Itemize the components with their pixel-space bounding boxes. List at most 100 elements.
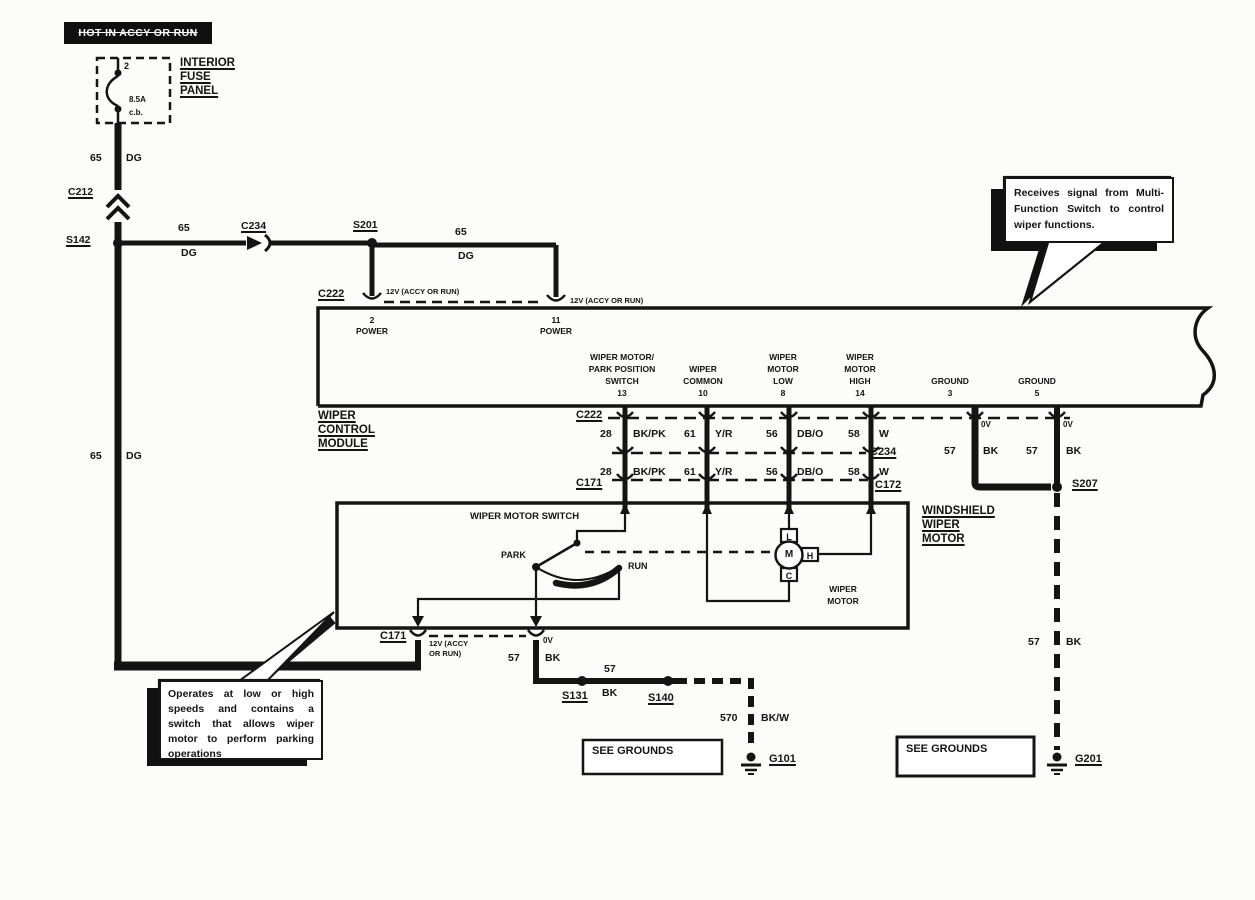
s131-splice-dot: [577, 676, 587, 686]
g201-ground-icon: [1047, 752, 1067, 775]
wire65-color: DG: [181, 247, 197, 259]
wire28-gauge: 28: [600, 466, 612, 478]
module-pin14-label: WIPER MOTOR HIGH 14: [844, 352, 876, 398]
splice-s207-label: S207: [1072, 478, 1098, 490]
connector-c222-label: C222: [576, 409, 603, 421]
wiper-motor-box: [335, 501, 910, 630]
v12-line2: OR RUN): [429, 649, 462, 658]
v12-accy-run-label: 12V (ACCY OR RUN): [386, 287, 460, 296]
wiper-motor-switch-label: WIPER MOTOR SWITCH: [470, 511, 580, 522]
ground-g201-label: G201: [1075, 753, 1102, 765]
module-pin3-label: GROUND 3: [931, 376, 969, 398]
wire61-gauge: 61: [684, 466, 696, 478]
wire28-color: BK/PK: [633, 466, 666, 478]
connector-row-c171-c172: [612, 473, 880, 482]
wire65-gauge: 65: [455, 226, 467, 238]
wire57-color: BK: [1066, 445, 1082, 457]
connector-row-c222: [608, 411, 1070, 420]
module-pin13-label: WIPER MOTOR/ PARK POSITION SWITCH 13: [588, 352, 656, 398]
ov-label: 0V: [1063, 420, 1073, 429]
s140-splice-dot: [663, 676, 673, 686]
motor-callout-note: Operates at low or high speeds and conta…: [159, 680, 323, 760]
wire57-color: BK: [1066, 636, 1082, 648]
ground-wires: [971, 406, 1060, 750]
wiper-motor-label: WIPER MOTOR: [827, 584, 859, 606]
connector-c234-label: C234: [870, 446, 897, 458]
c212-connector-icon: [105, 193, 131, 221]
s207-splice-dot: [1052, 482, 1062, 492]
run-contact-label: RUN: [628, 561, 648, 571]
wire61-color: Y/R: [715, 466, 733, 478]
module-output-wires: [622, 406, 874, 514]
windshield-wiper-motor-name: WINDSHIELD WIPER MOTOR: [922, 505, 995, 545]
hot-in-accy-banner: HOT IN ACCY OR RUN: [64, 22, 212, 44]
module-pin11-number: 11: [551, 315, 561, 325]
wire65-gauge: 65: [90, 450, 102, 462]
ov-label: 0V: [981, 420, 991, 429]
motor-m-terminal: M: [784, 549, 794, 560]
motor-l-terminal: L: [786, 532, 792, 542]
wire56-gauge: 56: [766, 428, 778, 440]
connector-c172-label: C172: [875, 479, 902, 491]
wire56-gauge: 56: [766, 466, 778, 478]
splice-s140-label: S140: [648, 692, 674, 704]
motor-c-terminal: C: [785, 571, 793, 581]
park-contact-label: PARK: [501, 550, 526, 560]
see-grounds-box-right: [895, 735, 1036, 778]
wire56-color: DB/O: [797, 428, 824, 440]
splice-s142-label: S142: [66, 234, 91, 246]
fuse-breaker-type: c.b.: [129, 108, 143, 117]
fuse-panel-box: [95, 56, 172, 125]
wire570-gauge: 570: [720, 712, 738, 724]
banner-text: HOT IN ACCY OR RUN: [78, 27, 198, 39]
c234-connector-icon: [247, 233, 272, 253]
g101-ground-icon: [741, 752, 761, 775]
module-pin5-label: GROUND 5: [1018, 376, 1056, 398]
s142-splice-dot: [113, 238, 123, 248]
motor-h-terminal: H: [806, 551, 814, 561]
wire58-gauge: 58: [848, 428, 860, 440]
connector-c171-label: C171: [576, 477, 603, 489]
connector-c222-top-label: C222: [318, 288, 345, 300]
wiper-control-module-box: [316, 306, 1216, 408]
c222-entry-symbols: [362, 292, 566, 304]
see-grounds-label-left: SEE GROUNDS: [592, 745, 674, 757]
wire65-gauge: 65: [90, 152, 102, 164]
module-pin2-label: POWER: [355, 326, 389, 336]
wire57-color: BK: [983, 445, 999, 457]
v12-line1: 12V (ACCY: [429, 639, 469, 648]
fuse-rating: 8.5A: [129, 95, 146, 104]
connector-c212-label: C212: [68, 186, 94, 198]
fuse-pin-number: 2: [124, 61, 130, 71]
connector-c171-bottom-label: C171: [380, 630, 407, 642]
module-pin11-label: POWER: [539, 326, 573, 336]
splice-s131-label: S131: [562, 690, 588, 702]
ov-label: 0V: [543, 636, 553, 645]
wire28-color: BK/PK: [633, 428, 666, 440]
wire58-gauge: 58: [848, 466, 860, 478]
motor-internal-wiring: [412, 503, 876, 627]
connector-c234-top-label: C234: [241, 220, 267, 232]
wire57-gauge: 57: [1028, 636, 1040, 648]
wire57-color: BK: [602, 687, 618, 699]
wire570-color: BK/W: [761, 712, 789, 724]
motor-ground-wires: [415, 640, 754, 750]
wiper-control-module-name: WIPER CONTROL MODULE: [318, 410, 375, 450]
wiper-motor-symbol: [774, 527, 820, 583]
wire57-gauge: 57: [1026, 445, 1038, 457]
wire65-color: DG: [126, 152, 142, 164]
wire28-gauge: 28: [600, 428, 612, 440]
module-pin2-number: 2: [369, 315, 375, 325]
wire57-color: BK: [545, 652, 561, 664]
see-grounds-box-left: [581, 738, 724, 776]
wire58-color: W: [879, 466, 889, 478]
wire65-gauge: 65: [178, 222, 190, 234]
module-pin10-label: WIPER COMMON 10: [683, 364, 723, 398]
v12-accy-run-label: 12V (ACCY OR RUN): [570, 296, 644, 305]
ground-g101-label: G101: [769, 753, 796, 765]
see-grounds-label-right: SEE GROUNDS: [906, 743, 988, 755]
wire57-gauge: 57: [508, 652, 520, 664]
feed-wire-65-dg: [114, 123, 559, 671]
splice-s201-label: S201: [353, 219, 378, 231]
